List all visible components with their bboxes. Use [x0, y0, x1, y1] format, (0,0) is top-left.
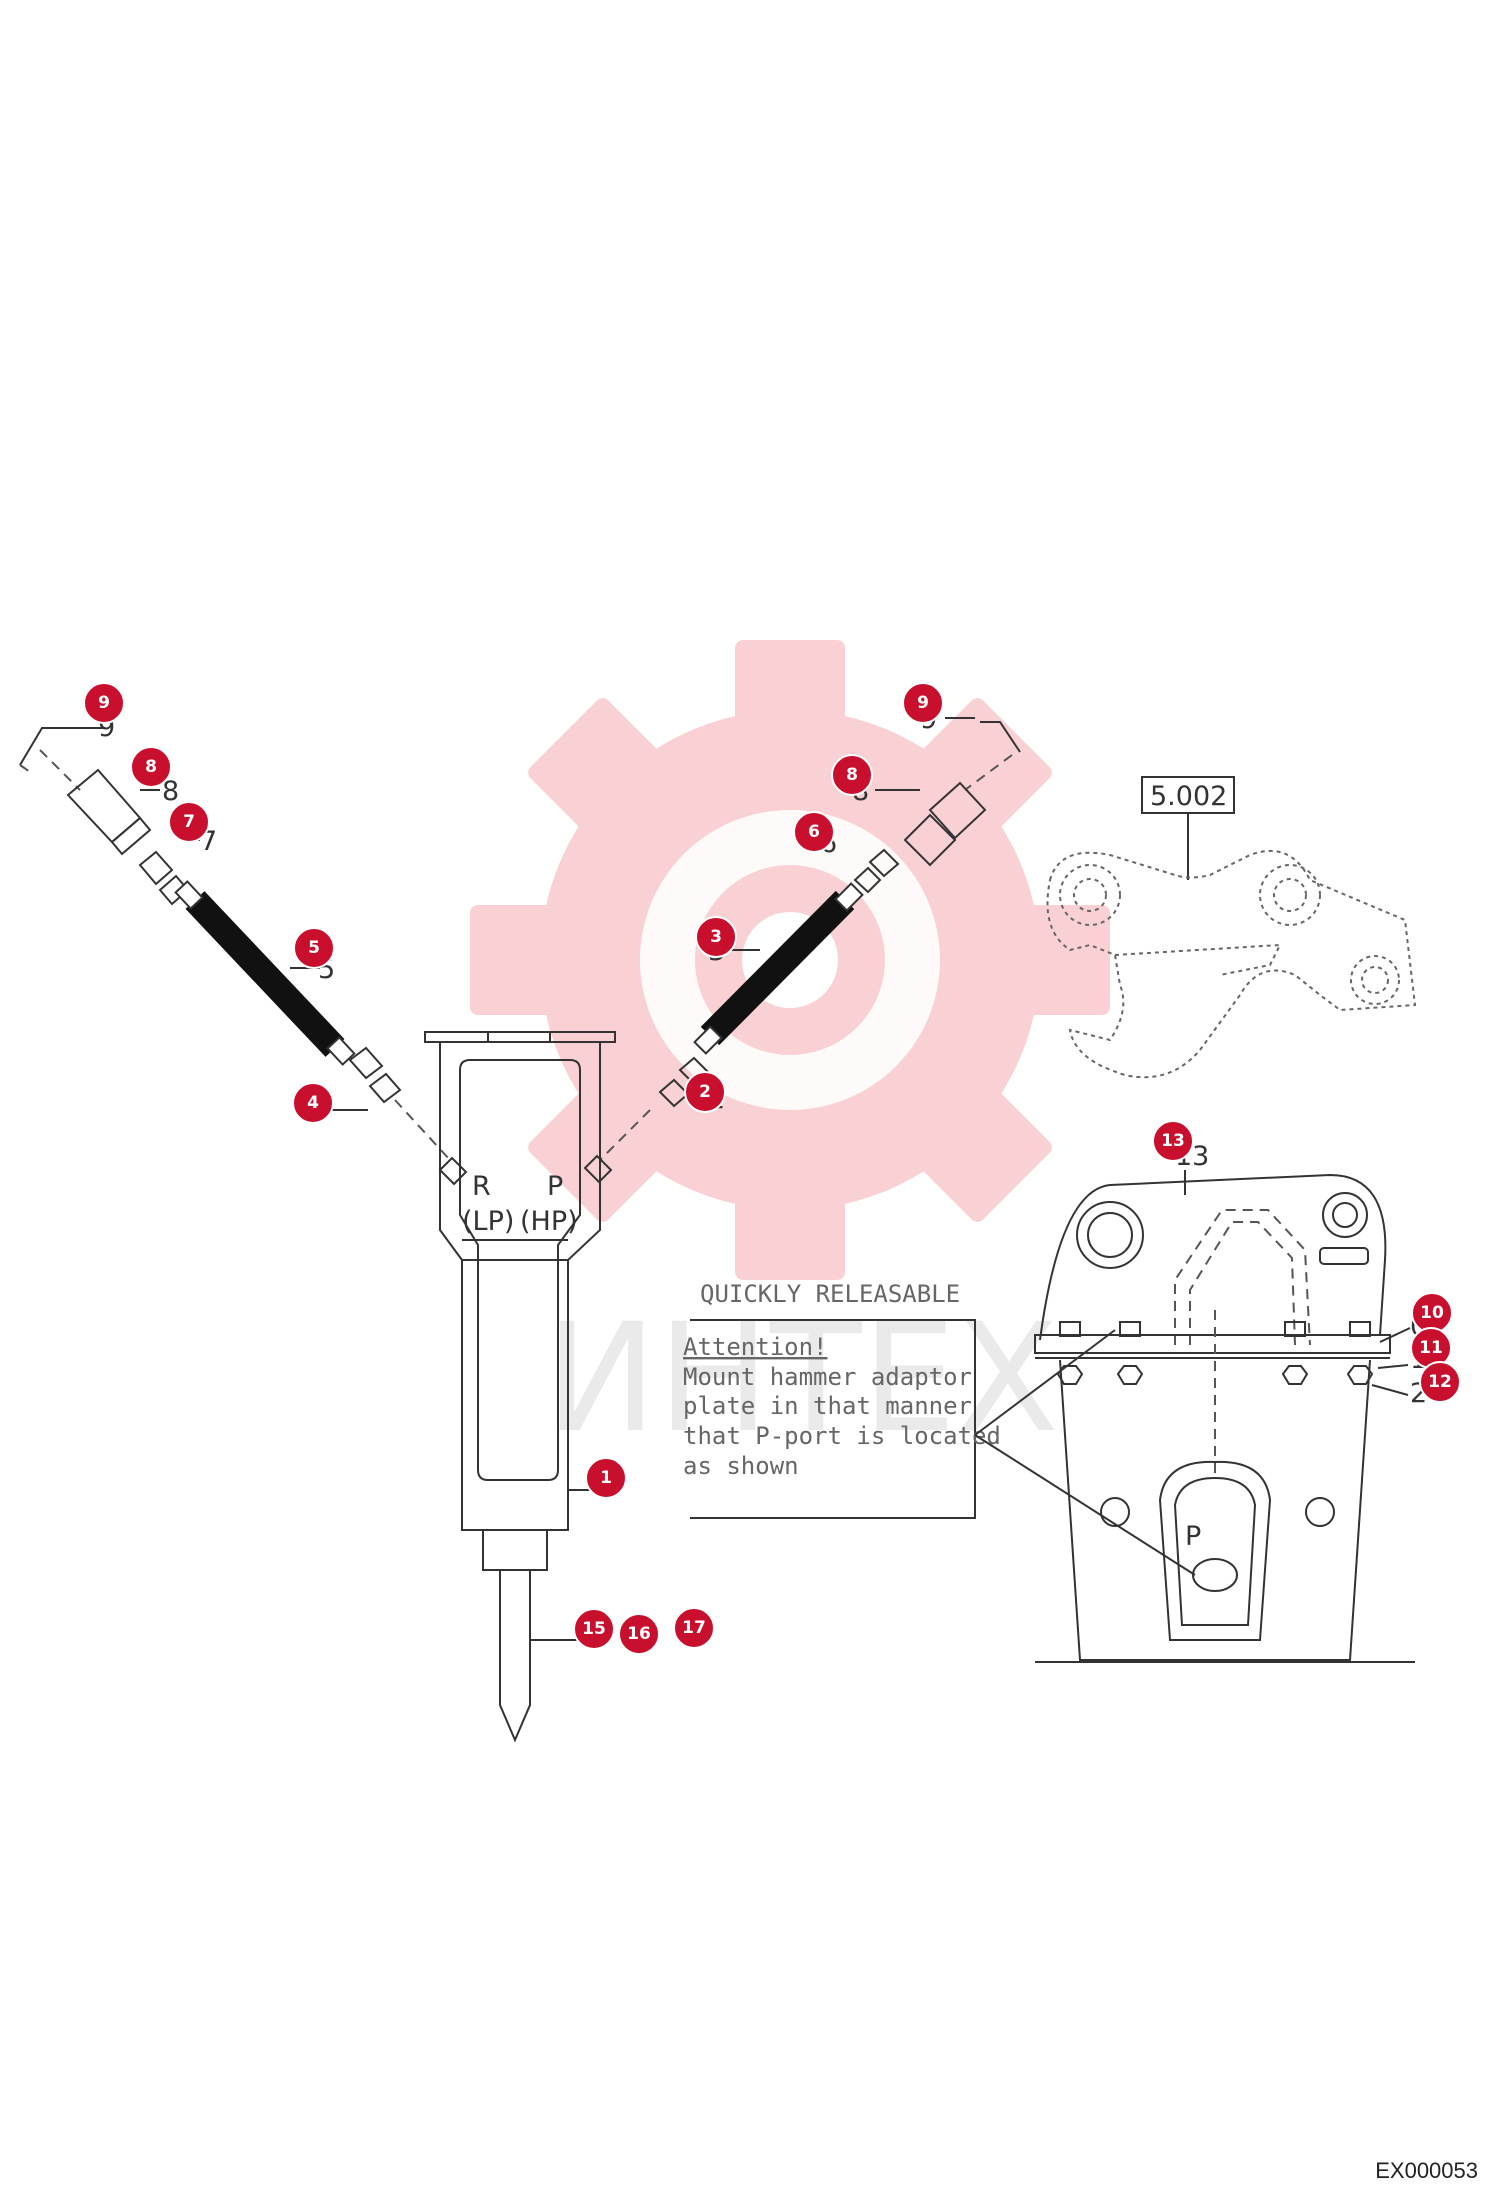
callout-8-left[interactable]: 8 — [130, 746, 172, 788]
note-attention: Attention! — [683, 1333, 828, 1361]
svg-text:11: 11 — [1419, 1338, 1443, 1358]
bolt-row — [1056, 1321, 1374, 1385]
left-coupling-9 — [19, 727, 70, 766]
watermark-logo: ИНТЕХ — [470, 640, 1110, 1466]
callout-10[interactable]: 10 — [1411, 1292, 1453, 1334]
svg-text:5: 5 — [308, 938, 320, 958]
right-fitting-8 — [903, 781, 987, 867]
hydraulic-hammer: R (LP) P (HP) — [424, 1031, 616, 1743]
callout-9-left[interactable]: 9 — [83, 682, 125, 724]
svg-text:1: 1 — [600, 1468, 612, 1488]
adapter-ref-label: 5.002 — [1150, 781, 1227, 812]
svg-text:6: 6 — [808, 822, 820, 842]
callout-7[interactable]: 7 — [168, 801, 210, 843]
callout-13[interactable]: 13 — [1152, 1120, 1194, 1162]
callout-1[interactable]: 1 — [585, 1457, 627, 1499]
callout-4[interactable]: 4 — [292, 1082, 334, 1124]
svg-text:9: 9 — [917, 693, 929, 713]
callout-2[interactable]: 2 — [684, 1071, 726, 1113]
callout-11[interactable]: 11 — [1410, 1327, 1452, 1369]
svg-text:12: 12 — [1428, 1372, 1452, 1392]
callout-8-right[interactable]: 8 — [831, 754, 873, 796]
callout-3[interactable]: 3 — [695, 916, 737, 958]
svg-text:P: P — [1185, 1521, 1201, 1552]
svg-text:17: 17 — [682, 1618, 706, 1638]
callout-markers: 9 8 7 5 4 9 8 6 3 2 1 15 16 17 13 10 11 … — [83, 682, 1461, 1655]
svg-text:16: 16 — [627, 1624, 651, 1644]
svg-text:7: 7 — [183, 812, 195, 832]
svg-text:plate in that manner: plate in that manner — [683, 1392, 972, 1420]
adapter-plate-outline: 5.002 — [1046, 776, 1417, 1079]
svg-text:(LP): (LP) — [462, 1206, 514, 1237]
svg-text:13: 13 — [1161, 1131, 1185, 1151]
svg-text:Mount hammer adaptor: Mount hammer adaptor — [683, 1363, 972, 1391]
mounting-plate-assembly: 13 P 0 1 2 — [1034, 1141, 1427, 1663]
callout-9-right[interactable]: 9 — [902, 682, 944, 724]
svg-text:15: 15 — [582, 1619, 606, 1639]
callout-16[interactable]: 16 — [618, 1613, 660, 1655]
left-hose-assembly: 9 8 7 5 — [19, 712, 468, 1186]
note-heading: QUICKLY RELEASABLE — [700, 1280, 960, 1308]
svg-text:(HP): (HP) — [520, 1206, 578, 1237]
callout-5[interactable]: 5 — [293, 927, 335, 969]
svg-text:2: 2 — [699, 1082, 711, 1102]
svg-text:P: P — [547, 1171, 563, 1202]
svg-text:4: 4 — [307, 1093, 319, 1113]
callout-17[interactable]: 17 — [673, 1607, 715, 1649]
callout-12[interactable]: 12 — [1419, 1361, 1461, 1403]
svg-text:10: 10 — [1420, 1303, 1444, 1323]
svg-text:3: 3 — [710, 927, 722, 947]
right-coupling-9 — [980, 721, 1021, 753]
svg-text:8: 8 — [162, 776, 179, 807]
note-block: QUICKLY RELEASABLE Attention! Mount hamm… — [683, 1280, 1196, 1576]
svg-text:9: 9 — [98, 693, 110, 713]
callout-6[interactable]: 6 — [793, 811, 835, 853]
document-code: EX000053 — [1375, 2158, 1478, 2183]
svg-text:R: R — [472, 1171, 491, 1202]
svg-text:8: 8 — [145, 757, 157, 777]
left-fitting-8 — [66, 768, 152, 856]
callout-15[interactable]: 15 — [573, 1608, 615, 1650]
svg-text:that P-port is located: that P-port is located — [683, 1422, 1001, 1450]
svg-text:as shown: as shown — [683, 1452, 799, 1480]
svg-text:8: 8 — [846, 765, 858, 785]
